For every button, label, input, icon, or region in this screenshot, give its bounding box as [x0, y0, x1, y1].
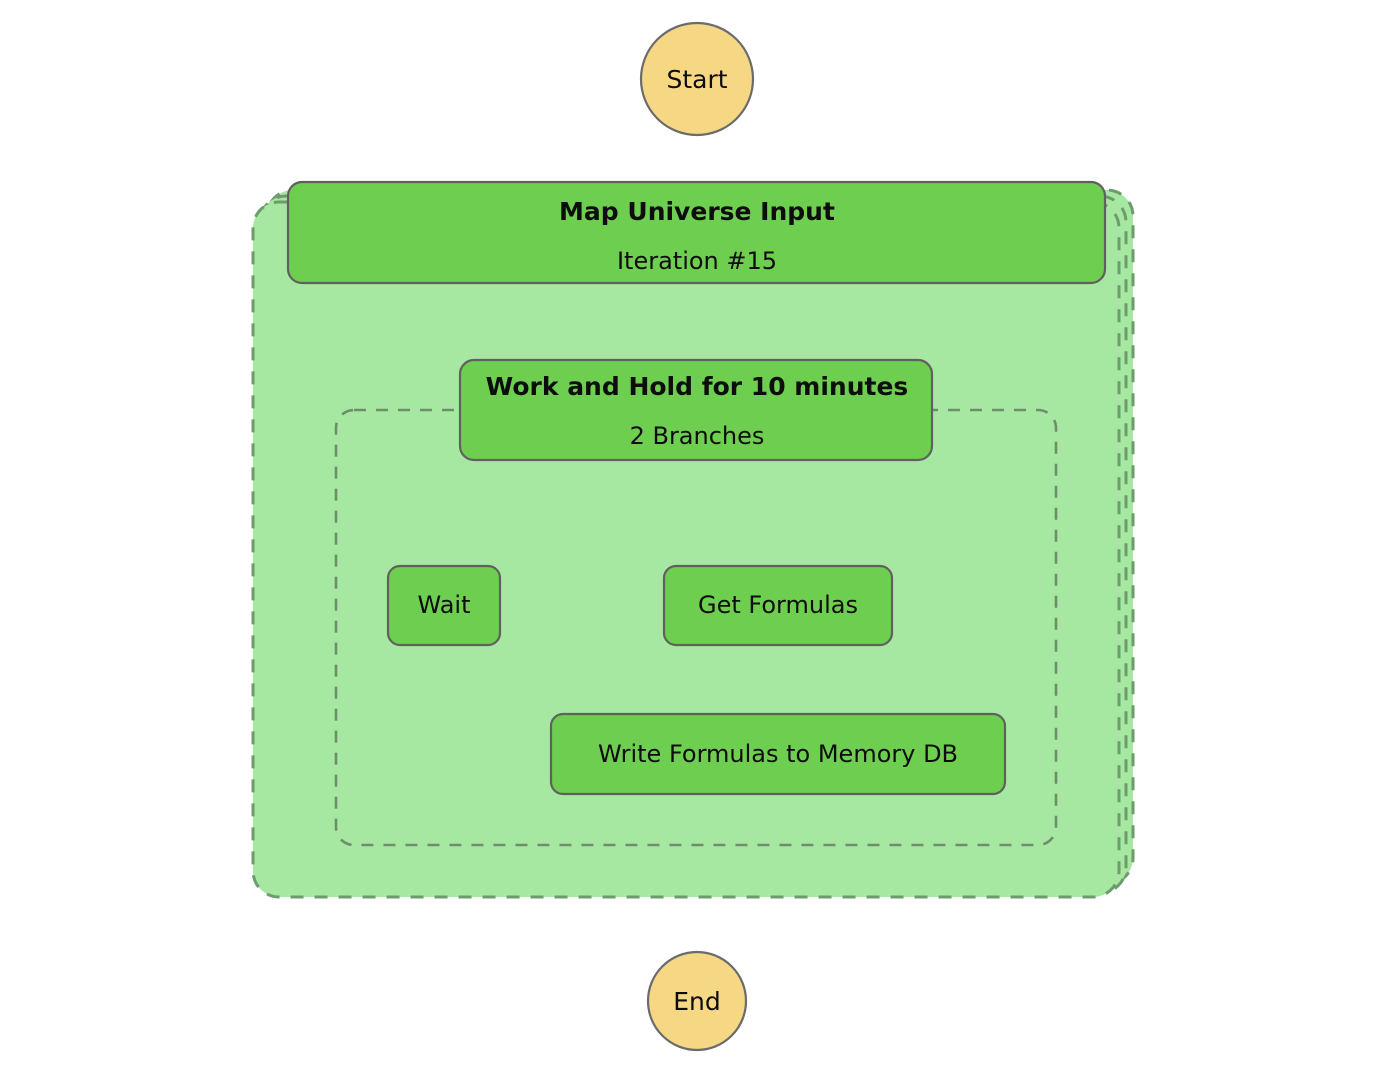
- write-formulas-box[interactable]: [549, 712, 1007, 796]
- get-formulas-label: Get Formulas: [698, 591, 858, 619]
- node-write-formulas[interactable]: Write Formulas to Memory DB: [549, 712, 1007, 796]
- wait-box[interactable]: [386, 564, 502, 647]
- map-state-title: Map Universe Input: [559, 197, 835, 226]
- map-state-subtitle: Iteration #15: [617, 247, 777, 275]
- map-state-box[interactable]: [286, 180, 1107, 285]
- end-circle[interactable]: [646, 950, 748, 1052]
- node-map-universe-input[interactable]: Map Universe Input Iteration #15: [286, 180, 1107, 285]
- node-wait[interactable]: Wait: [386, 564, 502, 647]
- wait-label: Wait: [418, 591, 471, 619]
- parallel-state-title: Work and Hold for 10 minutes: [486, 372, 909, 401]
- node-work-and-hold[interactable]: Work and Hold for 10 minutes 2 Branches: [458, 358, 934, 462]
- end-label: End: [673, 987, 721, 1016]
- node-start[interactable]: Start: [639, 21, 755, 137]
- start-circle[interactable]: [639, 21, 755, 137]
- node-end[interactable]: End: [646, 950, 748, 1052]
- write-formulas-label: Write Formulas to Memory DB: [598, 740, 958, 768]
- node-get-formulas[interactable]: Get Formulas: [662, 564, 894, 647]
- parallel-state-box[interactable]: [458, 358, 934, 462]
- get-formulas-box[interactable]: [662, 564, 894, 647]
- start-label: Start: [666, 65, 727, 94]
- parallel-state-subtitle: 2 Branches: [630, 422, 765, 450]
